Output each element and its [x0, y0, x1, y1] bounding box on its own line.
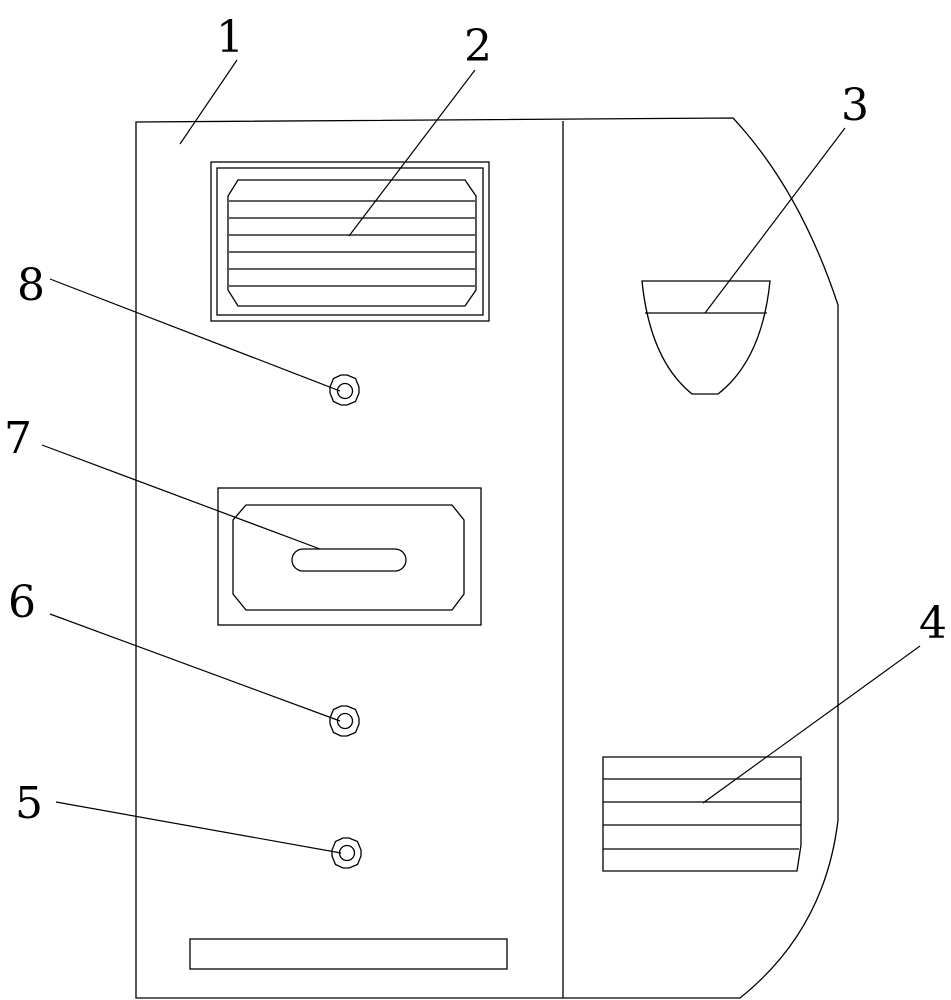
drawer-handle	[291, 548, 407, 572]
leader-1	[179, 59, 238, 145]
knob-6	[329, 705, 360, 737]
leader-4	[702, 645, 921, 804]
drawer	[217, 487, 482, 626]
bottom-plate	[189, 938, 508, 970]
part-labels: 1 2 3 4 5 6 7 8	[4, 12, 947, 829]
leader-6	[49, 613, 341, 722]
knob-5	[331, 837, 362, 869]
device-body	[135, 117, 839, 999]
label-4: 4	[919, 598, 947, 649]
label-2: 2	[464, 21, 492, 72]
side-vent-grille	[602, 756, 802, 872]
label-8: 8	[17, 260, 45, 311]
leader-2	[348, 69, 476, 237]
leader-8	[49, 278, 341, 392]
label-1: 1	[216, 12, 244, 63]
leader-lines	[41, 59, 921, 854]
top-vent-grille	[210, 161, 490, 322]
leader-7	[41, 444, 321, 550]
leader-3	[704, 127, 846, 314]
label-5: 5	[15, 778, 43, 829]
leader-5	[55, 801, 342, 854]
label-6: 6	[8, 577, 36, 628]
funnel-hopper	[641, 280, 771, 395]
knob-8	[329, 374, 360, 406]
label-7: 7	[4, 413, 32, 464]
label-3: 3	[841, 80, 869, 131]
